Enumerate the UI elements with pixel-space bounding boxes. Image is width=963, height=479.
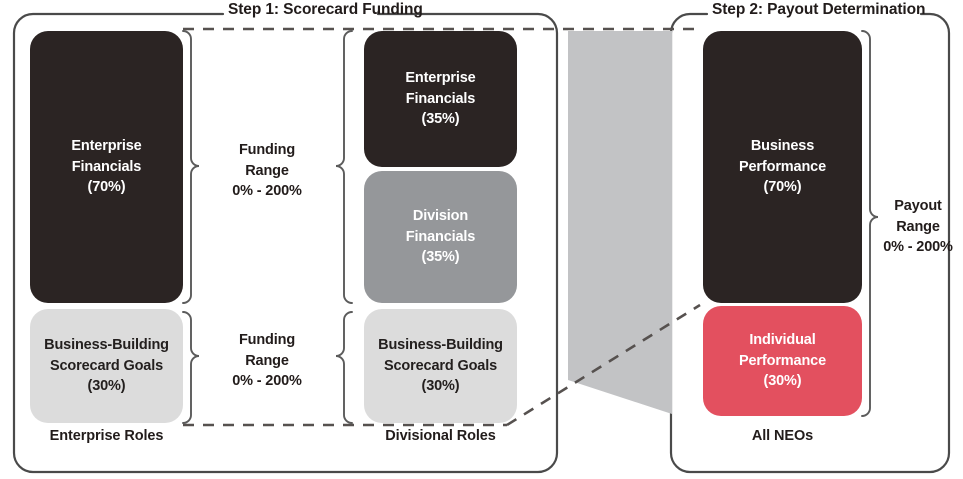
brace-divisional-bottom-right	[335, 311, 353, 424]
box-line-1: Business	[750, 138, 815, 155]
box-line-1: Division	[412, 208, 469, 225]
box-line-2: Financials	[405, 90, 476, 107]
box-line-3: (70%)	[763, 179, 802, 196]
box-enterprise-financials-35[interactable]: Enterprise Financials (35%)	[364, 31, 517, 167]
box-individual-performance-30[interactable]: Individual Performance (30%)	[703, 306, 862, 416]
funding-range-line-3: 0% - 200%	[232, 183, 302, 200]
funding-range-line-1: Funding	[238, 142, 296, 158]
box-line-1: Enterprise	[405, 70, 476, 87]
funding-range-top-label: Funding Range 0% - 200%	[199, 140, 335, 202]
brace-enterprise-bottom-left	[182, 311, 200, 424]
payout-range-label: Payout Range 0% - 200%	[878, 196, 958, 258]
payout-range-line-3: 0% - 200%	[883, 239, 953, 256]
funding-range-line-2: Range	[245, 162, 289, 179]
brace-payout-range	[861, 30, 879, 417]
box-line-2: Performance	[739, 158, 826, 175]
group-label-divisional-roles: Divisional Roles	[385, 428, 496, 444]
funding-range-line-1: Funding	[238, 332, 296, 348]
group-label-all-neos: All NEOs	[751, 428, 814, 444]
group-label-enterprise-roles: Enterprise Roles	[49, 428, 164, 444]
step1-title: Step 1: Scorecard Funding	[228, 1, 423, 18]
box-line-3: (35%)	[421, 111, 460, 128]
box-business-performance-70[interactable]: Business Performance (70%)	[703, 31, 862, 303]
box-line-1: Individual	[749, 332, 816, 349]
step2-title: Step 2: Payout Determination	[712, 1, 926, 18]
connector-trapezoid	[568, 31, 672, 414]
box-business-building-scorecard-goals-30-enterprise[interactable]: Business-Building Scorecard Goals (30%)	[30, 309, 183, 423]
box-line-3: (35%)	[421, 249, 460, 266]
funding-range-line-3: 0% - 200%	[232, 373, 302, 390]
funding-range-line-2: Range	[245, 352, 289, 369]
box-line-2: Financials	[71, 158, 142, 175]
box-enterprise-financials-70[interactable]: Enterprise Financials (70%)	[30, 31, 183, 303]
box-line-2: Financials	[405, 228, 476, 245]
payout-range-line-2: Range	[896, 218, 940, 235]
box-line-2: Performance	[739, 352, 826, 369]
box-division-financials-35[interactable]: Division Financials (35%)	[364, 171, 517, 303]
box-line-1: Business-Building	[378, 337, 503, 354]
box-line-3: (30%)	[87, 378, 126, 395]
box-line-2: Scorecard Goals	[384, 357, 497, 374]
box-line-1: Business-Building	[44, 337, 169, 354]
box-line-3: (70%)	[87, 179, 126, 196]
box-business-building-scorecard-goals-30-divisional[interactable]: Business-Building Scorecard Goals (30%)	[364, 309, 517, 423]
box-line-3: (30%)	[421, 378, 460, 395]
box-line-1: Enterprise	[71, 138, 142, 155]
payout-range-line-1: Payout	[894, 198, 942, 214]
box-line-2: Scorecard Goals	[50, 357, 163, 374]
brace-divisional-top-right	[335, 30, 353, 304]
box-line-3: (30%)	[763, 373, 802, 390]
funding-range-bottom-label: Funding Range 0% - 200%	[199, 330, 335, 392]
brace-enterprise-top-left	[182, 30, 200, 304]
